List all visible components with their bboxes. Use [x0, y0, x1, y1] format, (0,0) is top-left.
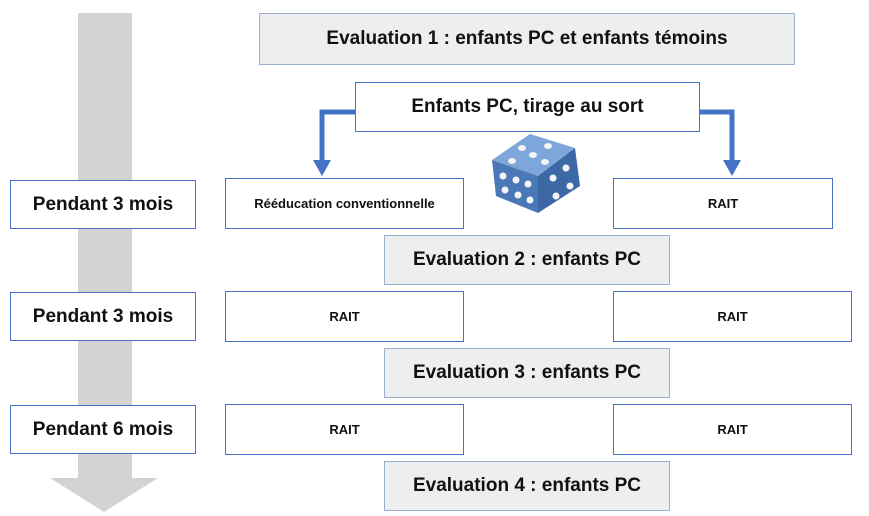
randomization-label: Enfants PC, tirage au sort [411, 96, 644, 117]
period-1-label: Pendant 3 mois [32, 193, 174, 215]
right-arm-phase-2-label: RAIT [717, 309, 748, 324]
evaluation-4-label: Evaluation 4 : enfants PC [412, 475, 642, 496]
evaluation-4-box: Evaluation 4 : enfants PC [384, 461, 670, 511]
period-3-box: Pendant 6 mois [10, 405, 196, 454]
left-arm-phase-1: Rééducation conventionnelle [225, 178, 464, 229]
right-arm-phase-1: RAIT [613, 178, 833, 229]
left-arm-phase-3-label: RAIT [329, 422, 360, 437]
right-arm-phase-1-label: RAIT [707, 196, 739, 211]
right-arm-phase-3-label: RAIT [717, 422, 748, 437]
evaluation-1-label: Evaluation 1 : enfants PC et enfants tém… [326, 28, 728, 49]
evaluation-2-label: Evaluation 2 : enfants PC [412, 249, 642, 270]
right-arm-phase-3: RAIT [613, 404, 852, 455]
left-arm-phase-2-label: RAIT [329, 309, 360, 324]
evaluation-1-box: Evaluation 1 : enfants PC et enfants tém… [259, 13, 795, 65]
randomization-box: Enfants PC, tirage au sort [355, 82, 700, 132]
right-arm-phase-2: RAIT [613, 291, 852, 342]
left-arm-phase-2: RAIT [225, 291, 464, 342]
period-2-label: Pendant 3 mois [32, 305, 174, 327]
evaluation-2-box: Evaluation 2 : enfants PC [384, 235, 670, 285]
left-arm-phase-3: RAIT [225, 404, 464, 455]
left-arm-phase-1-label: Rééducation conventionnelle [254, 196, 435, 211]
evaluation-3-label: Evaluation 3 : enfants PC [412, 362, 642, 383]
period-3-label: Pendant 6 mois [32, 418, 174, 440]
period-1-box: Pendant 3 mois [10, 180, 196, 229]
period-2-box: Pendant 3 mois [10, 292, 196, 341]
evaluation-3-box: Evaluation 3 : enfants PC [384, 348, 670, 398]
